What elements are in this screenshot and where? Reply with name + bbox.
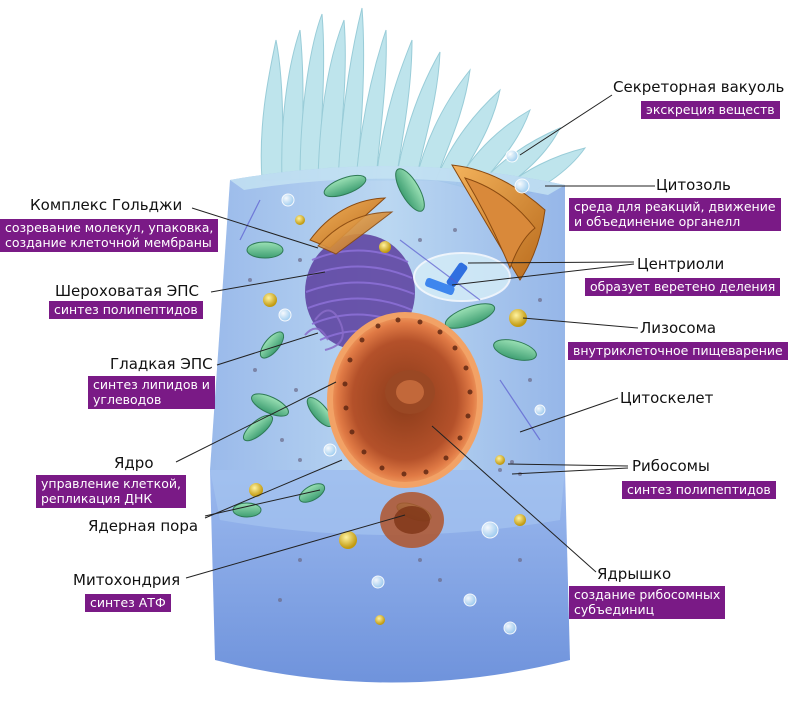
label-centrioles: Центриоли [637,255,725,273]
ribosome-dots [248,228,542,602]
desc-nucleus: управление клеткой, репликация ДНК [36,475,186,508]
desc-nucleolus: создание рибосомных субъединиц [569,586,726,619]
label-mitochondrion: Митохондрия [73,571,181,589]
desc-mitochondrion: синтез АТФ [85,594,171,612]
desc-lysosome: внутриклеточное пищеварение [568,342,788,360]
label-smooth-er: Гладкая ЭПС [110,355,213,373]
golgi-left-shape [309,197,394,255]
label-secretory-vacuole: Секреторная вакуоль [613,78,785,96]
cytoskeleton-shape [239,199,541,441]
smooth-er-shape [304,309,344,351]
centrioles-shape [413,252,511,302]
leader-lines [175,94,655,579]
vesicle-shapes [278,149,546,635]
desc-golgi: созревание молекул, упаковка, создание к… [0,219,219,252]
label-lysosome: Лизосома [640,319,717,337]
label-cytoskeleton: Цитоскелет [620,389,714,407]
label-nucleolus: Ядрышко [597,565,672,583]
label-nucleus: Ядро [114,454,154,472]
label-ribosomes: Рибосомы [632,457,710,475]
desc-ribosomes: синтез полипептидов [622,481,776,499]
desc-centrioles: образует веретено деления [585,278,781,296]
golgi-right-shape [451,164,546,281]
label-cytosol: Цитозоль [656,176,731,194]
label-rough-er: Шероховатая ЭПС [55,282,200,300]
lower-golgi-shape [380,492,444,548]
nucleus-shape [327,312,483,488]
label-nuclear-pore: Ядерная пора [88,517,199,535]
desc-smooth-er: синтез липидов и углеводов [88,376,215,409]
desc-cytosol: среда для реакций, движение и объединени… [569,198,781,231]
desc-secretory-vacuole: экскреция веществ [641,101,780,119]
label-golgi: Комплекс Гольджи [30,196,183,214]
lysosome-shapes [249,215,527,625]
desc-rough-er: синтез полипептидов [49,301,203,319]
